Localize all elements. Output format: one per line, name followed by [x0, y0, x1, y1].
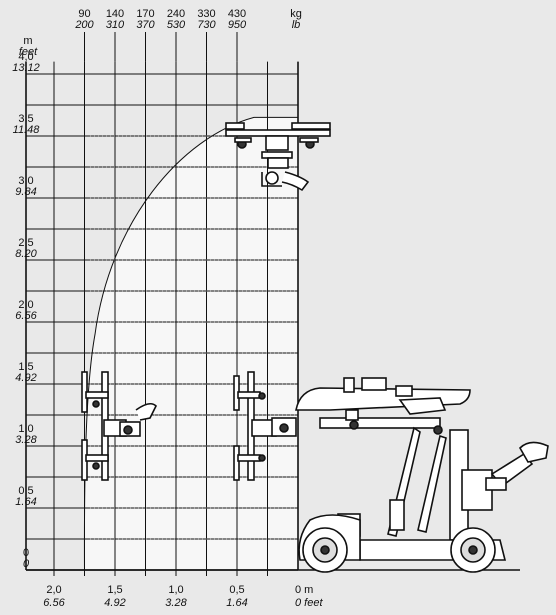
- suction-frame-middle: [233, 371, 297, 481]
- y-tick-label-m: 2,0: [18, 299, 33, 311]
- x-tick-label-m: 2,0: [46, 584, 61, 596]
- suction-frame-top: [225, 122, 331, 192]
- y-tick-label-ft: 8.20: [15, 248, 37, 260]
- load-kg-label: 140: [106, 8, 124, 20]
- x-tick-label-ft: 1.64: [226, 597, 247, 609]
- y-tick-label-m: 1,0: [18, 423, 33, 435]
- y-tick-label-m: 0,5: [18, 485, 33, 497]
- y-tick-label-ft: 0: [23, 558, 30, 570]
- y-tick-label-m: 2,5: [18, 237, 33, 249]
- load-kg-label: 170: [136, 8, 154, 20]
- y-tick-label-m: 3,5: [18, 113, 33, 125]
- load-unit-secondary: lb: [292, 19, 301, 31]
- x-tick-label-m: 1,5: [107, 584, 122, 596]
- load-kg-label: 240: [167, 8, 185, 20]
- x-tick-label-m: 1,0: [168, 584, 183, 596]
- suction-frame-left: [81, 371, 157, 481]
- load-lb-label: 530: [167, 19, 186, 31]
- chart-grid: [25, 32, 520, 576]
- y-tick-labels: 00 0,51.64 1,03.28 1,54.92 2,06.56 2,58.20 3,0…: [12, 51, 40, 570]
- y-tick-label-ft: 6.56: [15, 310, 37, 322]
- glazing-robot: [295, 377, 549, 573]
- load-unit-primary: kg: [290, 8, 302, 20]
- y-tick-label-m: 1,5: [18, 361, 33, 373]
- y-tick-label-ft: 1.64: [15, 496, 36, 508]
- y-tick-label-m: 0: [23, 547, 29, 559]
- y-tick-label-ft: 9.84: [15, 186, 36, 198]
- x-tick-labels: 2,06.56 1,54.92 1,03.28 0,51.64 0 m0 feet: [43, 584, 323, 609]
- y-tick-label-m: 4,0: [18, 51, 33, 63]
- x-tick-label-m: 0,5: [229, 584, 244, 596]
- load-lb-label: 730: [197, 19, 216, 31]
- load-kg-label: 90: [78, 8, 90, 20]
- x-tick-label-ft: 6.56: [43, 597, 65, 609]
- load-kg-label: 330: [197, 8, 215, 20]
- y-unit-primary: m: [23, 35, 32, 47]
- x-tick-label-m: 0 m: [295, 584, 313, 596]
- y-tick-label-ft: 3.28: [15, 434, 37, 446]
- load-lb-label: 950: [228, 19, 247, 31]
- y-tick-label-ft: 11.48: [13, 124, 41, 136]
- y-unit-secondary: feet: [19, 46, 38, 58]
- load-lb-label: 310: [106, 19, 125, 31]
- x-tick-label-ft: 0 feet: [295, 597, 323, 609]
- y-tick-label-ft: 4.92: [15, 372, 36, 384]
- load-kg-label: 430: [228, 8, 246, 20]
- x-tick-label-ft: 3.28: [165, 597, 187, 609]
- y-tick-label-m: 3,0: [18, 175, 33, 187]
- y-tick-label-ft: 13.12: [12, 62, 40, 74]
- x-tick-label-ft: 4.92: [104, 597, 125, 609]
- load-lb-label: 200: [74, 19, 94, 31]
- load-lb-label: 370: [136, 19, 155, 31]
